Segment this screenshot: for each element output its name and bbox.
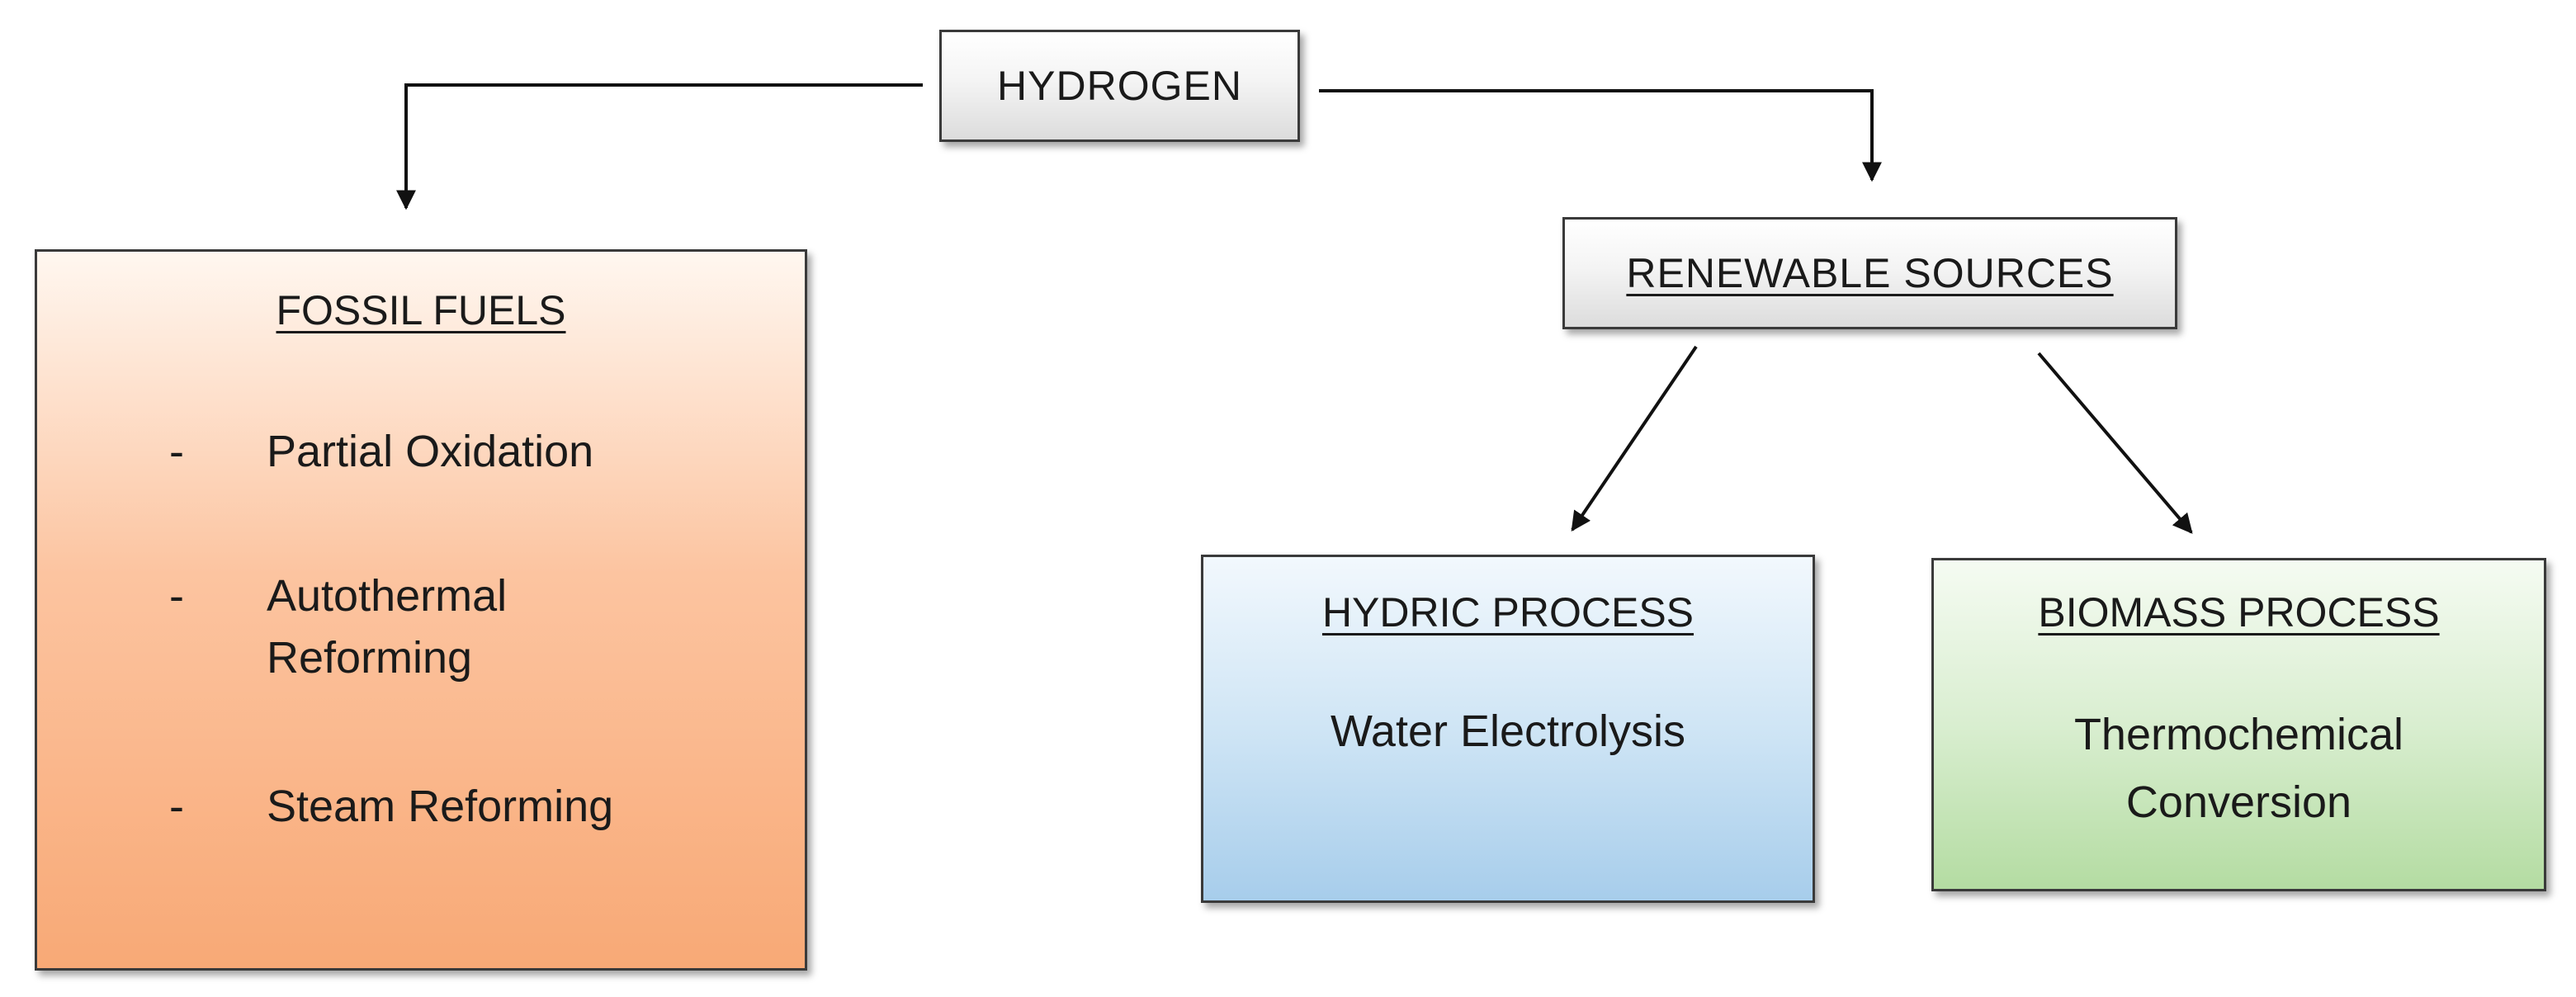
- fossil-fuels-node: FOSSIL FUELS - Partial Oxidation - Autot…: [35, 249, 807, 971]
- hydrogen-label: HYDROGEN: [997, 63, 1242, 109]
- fossil-item-autothermal-line2: Reforming: [267, 633, 473, 683]
- fossil-item-autothermal-line1: Autothermal: [267, 571, 508, 621]
- renewable-sources-label: RENEWABLE SOURCES: [1626, 250, 2114, 296]
- fossil-item-partial-oxidation: Partial Oxidation: [267, 427, 594, 476]
- hydrogen-node: HYDROGEN: [939, 30, 1300, 142]
- biomass-process-line2: Conversion: [2125, 777, 2352, 827]
- renewable-sources-node: RENEWABLE SOURCES: [1562, 217, 2177, 329]
- hydric-process-title: HYDRIC PROCESS: [1321, 589, 1694, 636]
- biomass-process-line1: Thermochemical: [2073, 710, 2404, 759]
- connector-renewable-to-biomass: [2037, 352, 2193, 534]
- hydric-process-line: Water Electrolysis: [1330, 706, 1686, 756]
- fossil-fuels-title: FOSSIL FUELS: [276, 287, 566, 333]
- biomass-process-node: BIOMASS PROCESS Thermochemical Conversio…: [1931, 558, 2546, 891]
- fossil-item-steam-reforming: Steam Reforming: [267, 782, 614, 831]
- connector-hydrogen-to-fossil: [396, 83, 923, 210]
- fossil-item-dash: -: [169, 571, 184, 621]
- hydric-process-node: HYDRIC PROCESS Water Electrolysis: [1201, 555, 1815, 903]
- connector-renewable-to-hydric: [1571, 345, 1698, 532]
- fossil-item-dash: -: [169, 782, 184, 831]
- fossil-item-dash: -: [169, 427, 184, 476]
- connector-hydrogen-to-renewable: [1319, 89, 1882, 182]
- biomass-process-title: BIOMASS PROCESS: [2038, 589, 2440, 636]
